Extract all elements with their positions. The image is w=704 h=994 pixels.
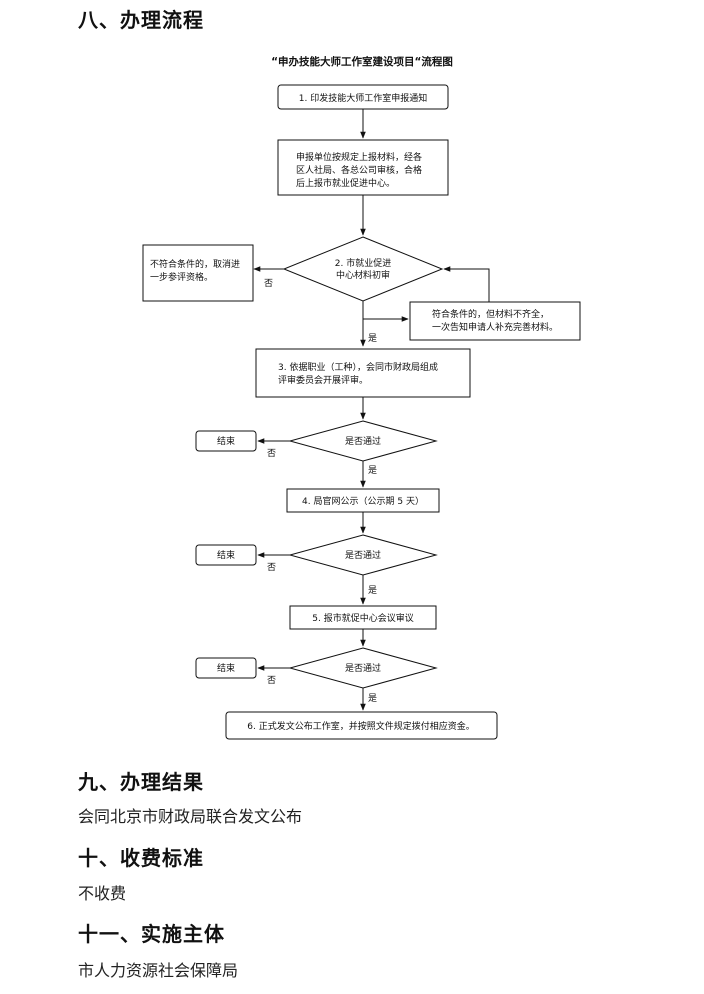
end-b-box [195,544,257,566]
reject-line-2: 一步参评资格。 [150,271,213,283]
section-10-title: 十、收费标准 [78,846,204,870]
section-9-title: 九、办理结果 [78,770,204,794]
decision-a-label: 是否通过 [345,435,381,447]
yes-label-c: 是 [368,693,377,704]
supplement-line-1: 符合条件的，但材料不齐全， [432,308,549,320]
flowchart-title: “申办技能大师工作室建设项目“流程图 [271,55,453,68]
end-b-label: 结束 [217,549,235,561]
end-a-label: 结束 [217,435,235,447]
step1-label: 1. 印发技能大师工作室申报通知 [299,92,427,104]
no-label-a: 否 [267,448,276,459]
supplement-line-2: 一次告知申请人补充完善材料。 [432,321,558,333]
step3-line-2: 评审委员会开展评审。 [278,374,368,386]
section-11-title: 十一、实施主体 [78,922,225,946]
reject-line-1: 不符合条件的，取消进 [150,258,240,270]
step3-line-1: 3. 依据职业（工种），会同市财政局组成 [278,361,438,373]
flowchart: “申办技能大师工作室建设项目“流程图 1. 印发技能大师工作室申报通知 申报单位… [142,55,581,740]
end-c-box [195,657,257,679]
yes-label-1: 是 [368,333,377,344]
decision-c-label: 是否通过 [345,662,381,674]
step3-box [255,348,471,398]
yes-label-b: 是 [368,585,377,596]
step2-line-1: 2. 市就业促进 [335,257,391,269]
submission-line-2: 区人社局、各总公司审核，合格 [296,164,422,176]
decision-b-label: 是否通过 [345,549,381,561]
arrow-loop-back [443,266,490,302]
section-9-body: 会同北京市财政局联合发文公布 [78,807,303,826]
end-c-label: 结束 [217,662,235,674]
submission-box [277,139,449,196]
section-8-title: 八、办理流程 [78,8,204,32]
yes-label-a: 是 [368,465,377,476]
no-label-b: 否 [267,562,276,573]
end-a-box [195,430,257,452]
submission-line-3: 后上报市就业促进中心。 [296,177,395,189]
reject-box [142,244,254,302]
supplement-box [409,301,581,341]
step4-label: 4. 局官网公示（公示期 5 天） [302,495,424,507]
section-11-body: 市人力资源社会保障局 [78,961,239,980]
step2-line-2: 中心材料初审 [336,269,390,281]
section-10-body: 不收费 [78,884,127,903]
step6-box [225,711,498,740]
step6-label: 6. 正式发文公布工作室，并按照文件规定拨付相应资金。 [247,720,474,732]
step5-label: 5. 报市就促中心会议审议 [312,612,413,624]
no-label-1: 否 [264,278,273,289]
step2-diamond [282,236,444,302]
submission-line-1: 申报单位按规定上报材料，经各 [296,151,422,163]
no-label-c: 否 [267,675,276,686]
